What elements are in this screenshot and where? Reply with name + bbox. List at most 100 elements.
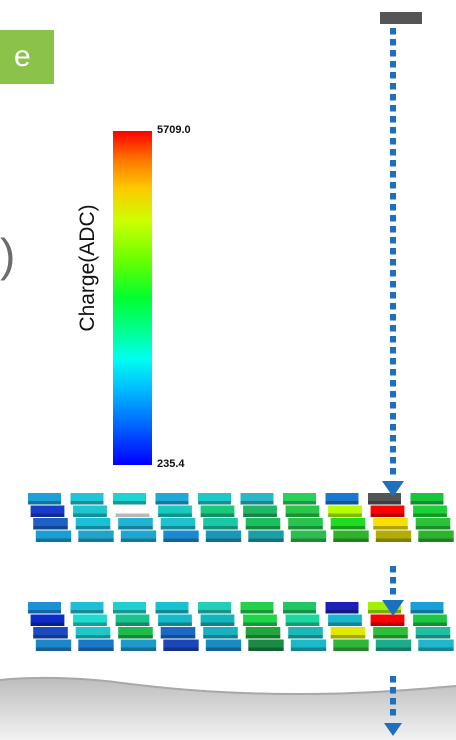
top-module-pixel-side (245, 526, 281, 530)
top-module-pixel-top (240, 493, 274, 501)
top-module-pixel-side (375, 538, 412, 542)
bottom-module-pixel-top (118, 627, 153, 635)
bottom-module-pixel-side (198, 610, 231, 614)
bottom-module-pixel (330, 627, 366, 639)
top-module-pixel-top (70, 493, 104, 501)
top-module-pixel (120, 530, 157, 542)
top-module-pixel (368, 493, 401, 505)
bottom-module-pixel-side (370, 622, 405, 626)
bottom-module-pixel-top (115, 614, 150, 623)
beam-dash (390, 687, 396, 694)
bottom-module-pixel-top (78, 639, 114, 648)
bottom-module-pixel-top (163, 639, 199, 648)
top-module-pixel (200, 505, 235, 517)
top-module-pixel-top (118, 518, 153, 526)
bottom-module-pixel (333, 639, 369, 651)
bottom-module-pixel (375, 639, 412, 651)
bottom-module-pixel-side (158, 622, 192, 626)
bottom-module-pixel-top (418, 639, 454, 648)
bottom-module-pixel (28, 602, 61, 614)
top-module-pixel-side (160, 526, 196, 530)
bottom-module-pixel-top (113, 602, 146, 610)
beam-dash (390, 435, 396, 442)
top-module-pixel-side (373, 526, 408, 530)
top-module-pixel (418, 530, 454, 542)
top-module-pixel-top (113, 493, 146, 501)
bottom-module-pixel-top (368, 602, 401, 610)
beam-dash (390, 215, 396, 222)
beam-dash (390, 303, 396, 310)
bottom-module-pixel (283, 602, 316, 614)
top-module-pixel-side (290, 538, 327, 542)
bottom-module-pixel-side (33, 635, 68, 639)
top-module-pixel-side (120, 538, 157, 542)
top-module-pixel (283, 493, 316, 505)
bottom-module-pixel-top (158, 614, 192, 623)
bottom-module-pixel-side (78, 647, 114, 651)
beam-dash (390, 149, 396, 156)
top-module-pixel (158, 505, 192, 517)
bottom-module-pixel (155, 602, 189, 614)
top-module-pixel (370, 505, 405, 517)
top-module-pixel-top (368, 493, 401, 501)
bottom-module-pixel (413, 614, 447, 626)
top-module-pixel-side (283, 501, 316, 505)
colorbar-gradient (113, 131, 152, 465)
top-module-pixel-side (285, 513, 320, 517)
top-module-pixel (30, 505, 65, 517)
bottom-module-pixel-top (245, 627, 281, 635)
bottom-module-pixel-side (288, 635, 323, 639)
bottom-module-pixel-top (290, 639, 327, 648)
bottom-module-pixel-top (28, 602, 61, 610)
top-module-pixel-top (160, 518, 196, 526)
green-header-tab-text: e (14, 40, 31, 73)
beam-dash (390, 193, 396, 200)
top-module-pixel (155, 493, 189, 505)
bottom-module-pixel-top (285, 614, 320, 623)
bottom-module-pixel-side (375, 647, 412, 651)
top-module-pixel (35, 530, 72, 542)
bottom-module-pixel (198, 602, 231, 614)
bottom-module-pixel-top (248, 639, 284, 648)
top-module-pixel-side (198, 501, 231, 505)
bottom-module-pixel-top (240, 602, 274, 610)
bottom-module-pixel-side (200, 622, 235, 626)
bottom-module-pixel (370, 614, 405, 626)
bottom-module-pixel-top (375, 639, 412, 648)
bottom-module-pixel-side (290, 647, 327, 651)
bottom-module-pixel-side (283, 610, 316, 614)
bottom-module-pixel-side (410, 610, 444, 614)
bottom-module-pixel-top (413, 614, 447, 623)
bottom-module-pixel (243, 614, 277, 626)
beam-dash (390, 204, 396, 211)
top-module-pixel-top (198, 493, 231, 501)
bottom-module-pixel (115, 614, 150, 626)
bottom-module-pixel (118, 627, 153, 639)
beam-dash (390, 402, 396, 409)
top-module-pixel (33, 518, 68, 530)
bottom-module-pixel-side (245, 635, 281, 639)
bottom-module-pixel-side (118, 635, 153, 639)
beam-dash (390, 94, 396, 101)
beam-dash (390, 259, 396, 266)
bottom-module-pixel-side (248, 647, 284, 651)
top-module-pixel-side (410, 501, 444, 505)
beam-dash (390, 50, 396, 57)
bottom-module-pixel-top (70, 602, 104, 610)
bottom-module-pixel-top (75, 627, 111, 635)
beam-arrowhead (382, 481, 404, 497)
beam-dash (390, 709, 396, 716)
bottom-module-pixel (285, 614, 320, 626)
top-module-pixel-top (163, 530, 199, 539)
bottom-module-pixel (203, 627, 238, 639)
top-module-pixel (373, 518, 408, 530)
beam-dash (390, 270, 396, 277)
bottom-module-pixel (120, 639, 157, 651)
beam-dash (390, 171, 396, 178)
bottom-module-pixel (73, 614, 107, 626)
top-module-pixel-top (28, 493, 61, 501)
top-module-pixel-side (415, 526, 451, 530)
top-module-pixel-top (205, 530, 242, 539)
